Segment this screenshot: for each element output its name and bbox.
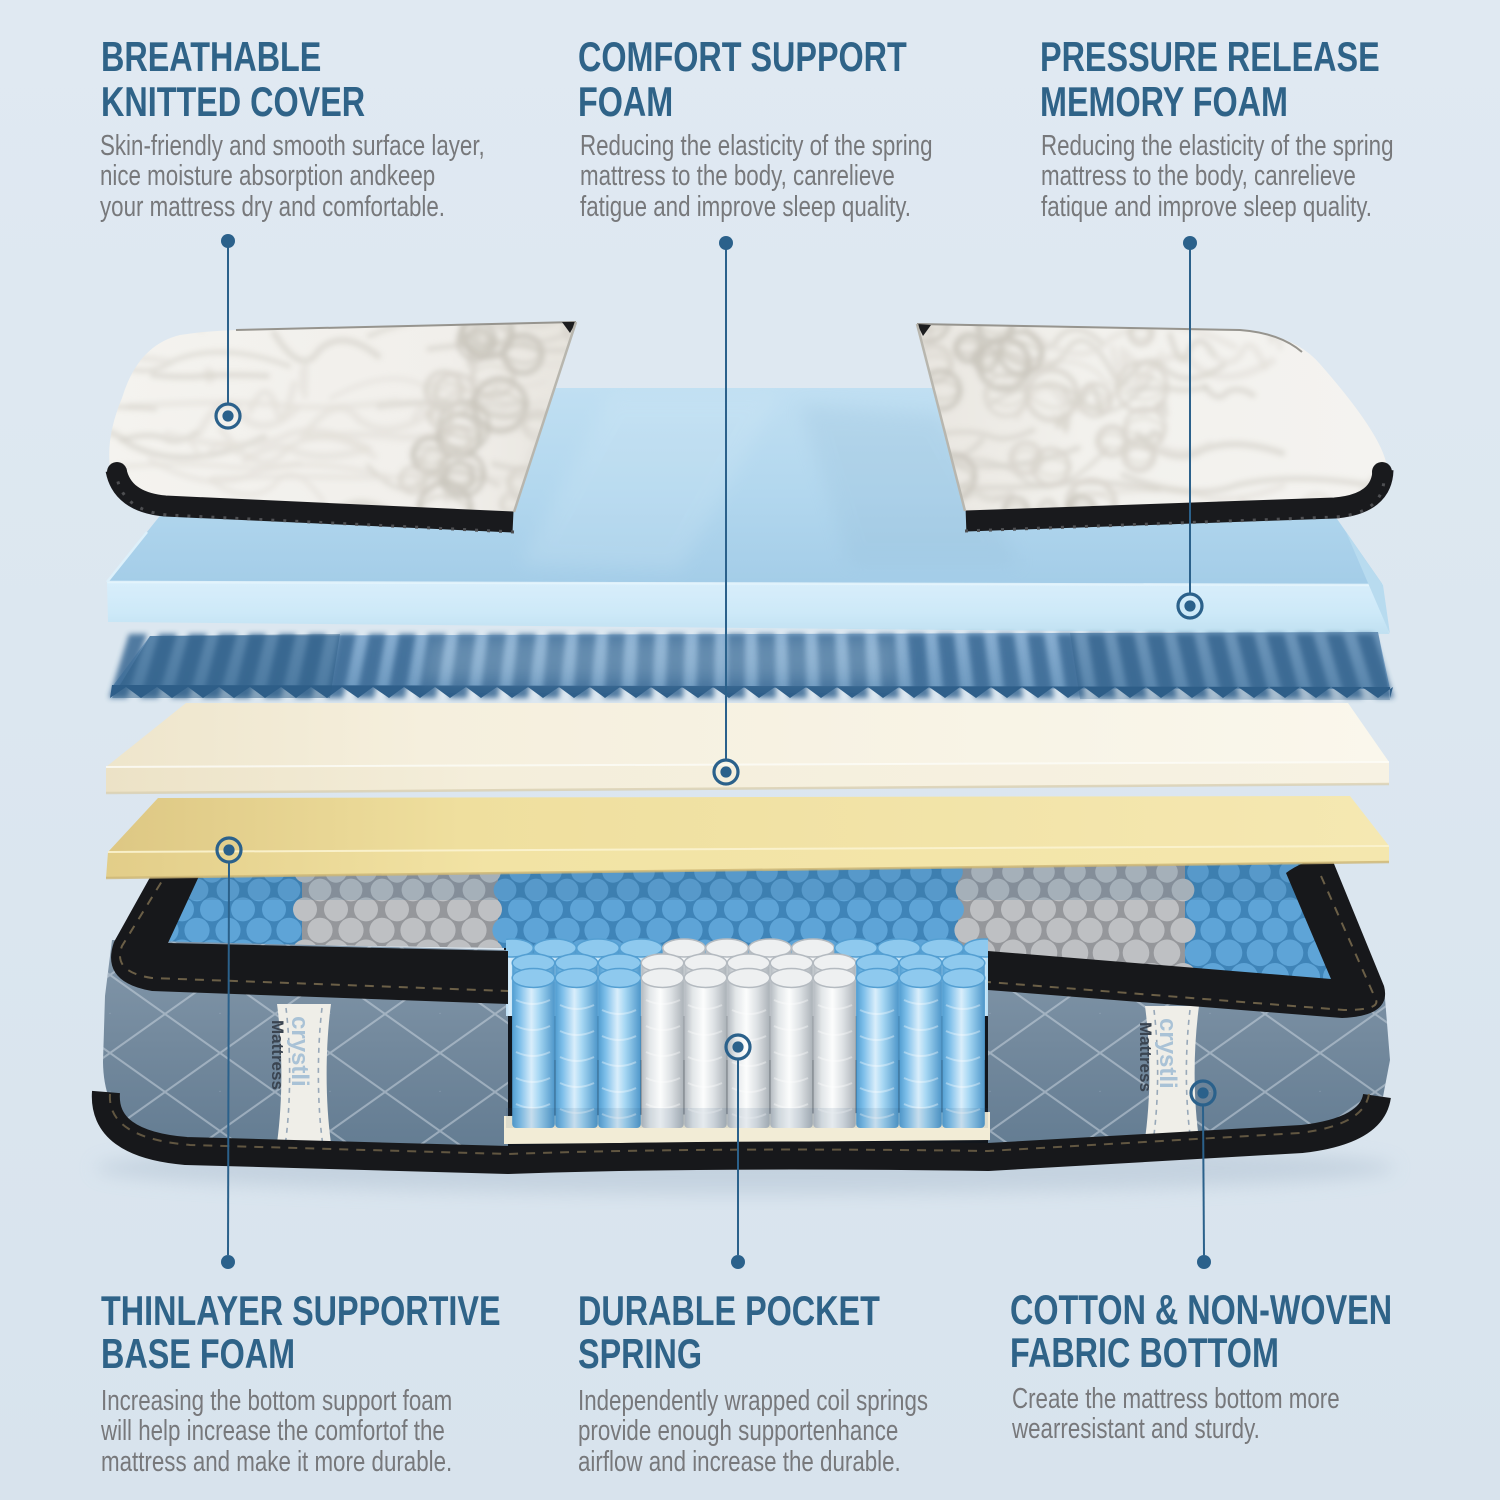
svg-text:crystli: crystli <box>286 1016 313 1087</box>
svg-text:Mattress: Mattress <box>268 1020 287 1090</box>
svg-text:Mattress: Mattress <box>1136 1022 1155 1092</box>
svg-text:crystli: crystli <box>1154 1018 1181 1089</box>
